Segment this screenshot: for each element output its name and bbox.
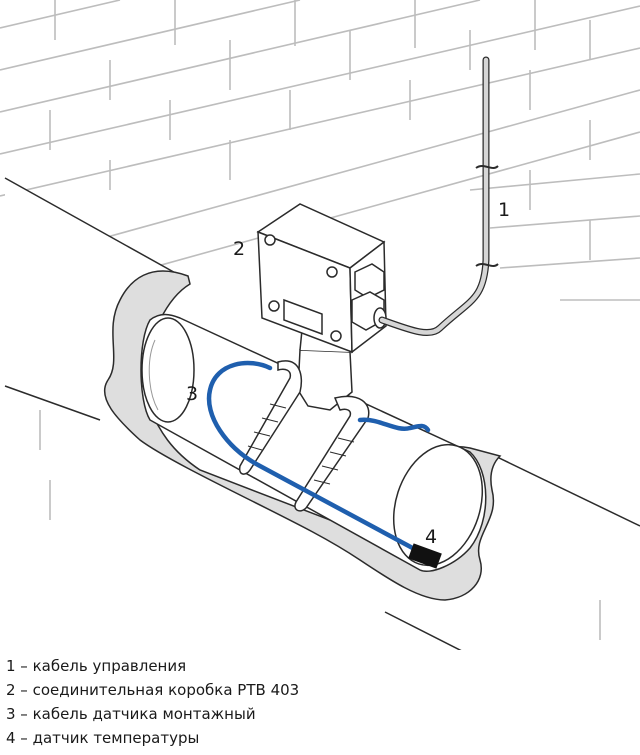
legend-item-3: 3 – кабель датчика монтажный [6,705,256,723]
legend-item-1: 1 – кабель управления [6,657,187,675]
pipe [140,313,487,572]
cable-tie-lower [475,263,499,267]
cable-tie-upper [475,165,499,169]
insulation-cutaway [103,270,502,601]
callout-4: 4 [425,526,437,548]
sensor-cable [206,360,423,555]
legend: 1 – кабель управления 2 – соединительная… [6,654,299,750]
control-cable-fill [379,57,489,335]
sensor-cable-tail [357,417,431,433]
callout-3: 3 [186,383,198,405]
hose-clamp-left [238,360,303,475]
temperature-sensor [408,543,442,569]
legend-item-4: 4 – датчик температуры [6,729,200,747]
callout-2: 2 [233,238,245,260]
cable-gland-bottom [351,291,387,331]
pipe-insulation-outline [4,177,640,650]
control-cable [378,56,490,337]
cable-gland-top [354,263,385,299]
callout-1: 1 [498,199,510,221]
pipe-installation-diagram: 1 2 3 4 [0,0,640,650]
hose-clamp-right [294,395,370,512]
brick-wall [0,0,640,640]
legend-item-2: 2 – соединительная коробка PTB 403 [6,681,300,699]
